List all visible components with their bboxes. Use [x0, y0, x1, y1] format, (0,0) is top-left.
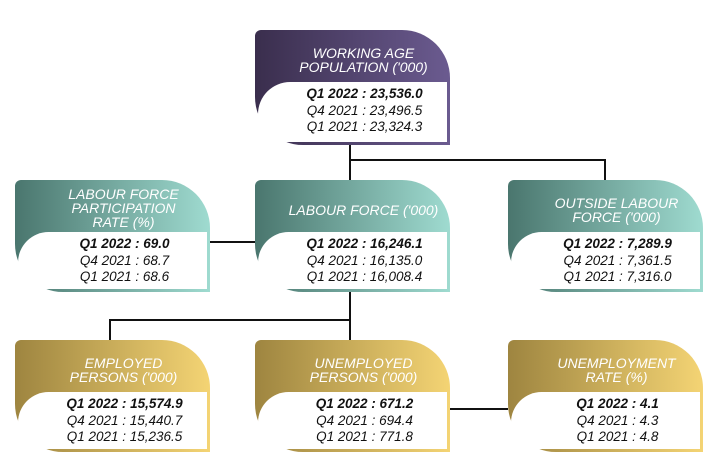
- previous-value: Q1 2021 : 7,316.0: [563, 269, 672, 284]
- connector: [450, 408, 508, 410]
- node-title-line: EMPLOYED: [84, 355, 163, 371]
- node-title-line: WORKING AGE: [312, 45, 415, 61]
- node-title-line: RATE (%): [585, 369, 648, 385]
- connector: [349, 145, 351, 180]
- current-value: Q1 2022 : 69.0: [79, 236, 170, 251]
- connector: [349, 159, 605, 161]
- node-title-line: UNEMPLOYED: [314, 355, 413, 371]
- node-body: [258, 232, 447, 289]
- node-body: [511, 392, 700, 449]
- node-body: [258, 392, 447, 449]
- current-value: Q1 2022 : 23,536.0: [306, 86, 423, 101]
- node-title-line: PERSONS ('000): [69, 369, 178, 385]
- connector: [109, 319, 111, 340]
- node-body: [511, 232, 700, 289]
- node-body: [258, 82, 447, 142]
- previous-value: Q4 2021 : 7,361.5: [563, 252, 672, 268]
- previous-value: Q4 2021 : 4.3: [576, 412, 659, 428]
- node-title-line: FORCE ('000): [572, 209, 661, 225]
- current-value: Q1 2022 : 16,246.1: [306, 236, 423, 251]
- connector: [109, 319, 351, 321]
- node-body: [18, 232, 207, 289]
- previous-value: Q1 2021 : 23,324.3: [306, 119, 423, 134]
- previous-value: Q4 2021 : 694.4: [316, 412, 413, 428]
- node-title-line: UNEMPLOYMENT: [557, 355, 676, 371]
- node-title-line: OUTSIDE LABOUR: [554, 195, 679, 211]
- current-value: Q1 2022 : 671.2: [315, 396, 414, 411]
- node-body: [18, 392, 207, 449]
- current-value: Q1 2022 : 4.1: [576, 396, 659, 411]
- connector: [349, 292, 351, 340]
- previous-value: Q1 2021 : 15,236.5: [66, 429, 183, 444]
- previous-value: Q4 2021 : 15,440.7: [66, 412, 183, 428]
- node-title-line: RATE (%): [92, 214, 155, 230]
- node-title-line: PARTICIPATION: [71, 200, 176, 216]
- previous-value: Q4 2021 : 68.7: [79, 252, 170, 268]
- node-title-line: PERSONS ('000): [309, 369, 418, 385]
- current-value: Q1 2022 : 7,289.9: [563, 236, 672, 251]
- connector: [604, 159, 606, 180]
- node-title-line: POPULATION ('000): [299, 59, 428, 75]
- previous-value: Q1 2021 : 771.8: [316, 429, 413, 444]
- previous-value: Q1 2021 : 68.6: [79, 269, 170, 284]
- previous-value: Q1 2021 : 16,008.4: [306, 269, 423, 284]
- node-title-line: LABOUR FORCE ('000): [288, 202, 439, 218]
- node-title: LABOUR FORCE ('000): [285, 190, 442, 230]
- previous-value: Q4 2021 : 16,135.0: [306, 252, 423, 268]
- node-title-line: LABOUR FORCE: [68, 186, 179, 202]
- connector: [210, 241, 255, 243]
- current-value: Q1 2022 : 15,574.9: [66, 396, 183, 411]
- previous-value: Q1 2021 : 4.8: [576, 429, 659, 444]
- previous-value: Q4 2021 : 23,496.5: [306, 102, 423, 118]
